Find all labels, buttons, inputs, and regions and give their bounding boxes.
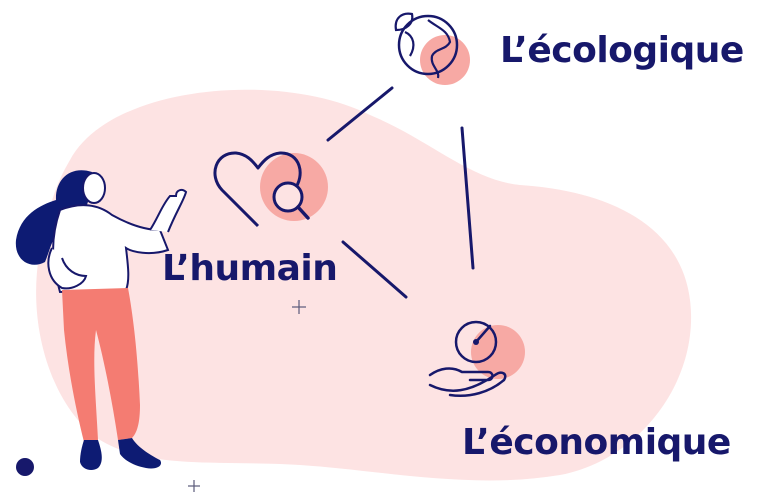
woman-figure xyxy=(15,170,188,470)
heart-search-icon xyxy=(213,151,328,228)
label-ecologique: L’écologique xyxy=(500,30,744,71)
globe-leaf-icon xyxy=(394,12,470,85)
hand-gauge-icon xyxy=(428,320,525,397)
sparkle-icon xyxy=(188,300,306,492)
label-humain: L’humain xyxy=(162,248,338,289)
decor-dot xyxy=(16,458,34,476)
label-economique: L’économique xyxy=(462,422,731,463)
background-blob xyxy=(36,89,692,481)
connector-lines xyxy=(326,86,475,299)
